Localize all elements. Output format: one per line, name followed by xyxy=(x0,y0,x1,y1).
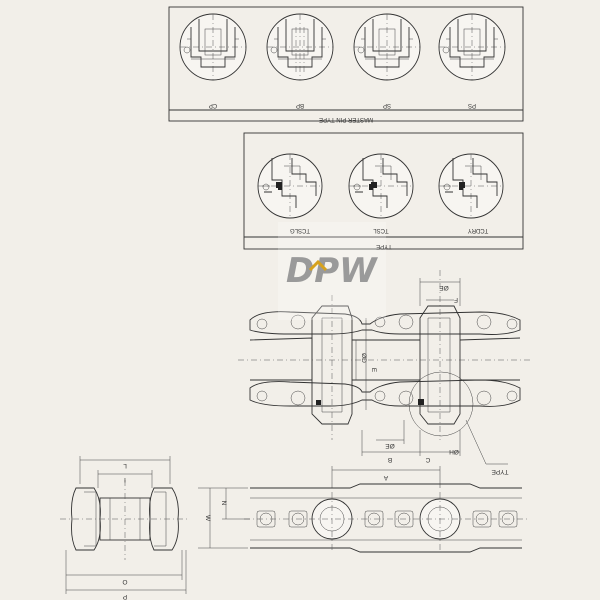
type-tcsl: TCSL xyxy=(373,227,389,233)
seal-type-panel xyxy=(243,132,524,250)
dim-i: I xyxy=(124,476,126,483)
master-pin-title: MASTER PIN TYPE xyxy=(319,116,373,122)
type-tcslg: TCSLG xyxy=(290,227,310,233)
type-tcdry: TCDRY xyxy=(468,227,489,233)
dim-b: B xyxy=(388,456,392,463)
dimension-labels: ØE F ØD E ØE B C ØH TYPE A W N L I O P xyxy=(122,284,508,600)
chain-section-view xyxy=(238,270,530,465)
seal-title: TYPE xyxy=(376,243,392,249)
dim-n: N xyxy=(220,501,227,506)
dim-f: F xyxy=(454,296,458,303)
master-pin-labels: MASTER PIN TYPE CP BP SP PS xyxy=(209,102,476,122)
dim-type: TYPE xyxy=(491,468,509,475)
dim-c: C xyxy=(425,456,430,463)
chain-end-view xyxy=(60,456,190,594)
dim-w: W xyxy=(204,515,211,522)
dim-oe: ØE xyxy=(439,284,449,291)
dim-a: A xyxy=(383,474,388,481)
seal-type-labels: TYPE TCSLG TCSL TCDRY xyxy=(290,227,489,249)
dim-od: ØD xyxy=(360,353,367,363)
dim-e: E xyxy=(370,368,377,373)
logo-text: DPW xyxy=(286,251,378,291)
dpw-logo: DPW xyxy=(278,222,386,320)
dim-o: O xyxy=(122,578,127,585)
type-bp: BP xyxy=(296,102,304,108)
dim-p: P xyxy=(123,593,127,600)
dim-oe-bottom: ØE xyxy=(385,442,395,449)
master-pin-panel xyxy=(168,6,524,122)
type-sp: SP xyxy=(383,102,391,108)
type-ps: PS xyxy=(468,102,476,108)
type-cp: CP xyxy=(209,102,217,108)
dim-l: L xyxy=(123,462,127,469)
dim-oh: ØH xyxy=(449,448,459,455)
chain-top-view xyxy=(198,466,530,553)
